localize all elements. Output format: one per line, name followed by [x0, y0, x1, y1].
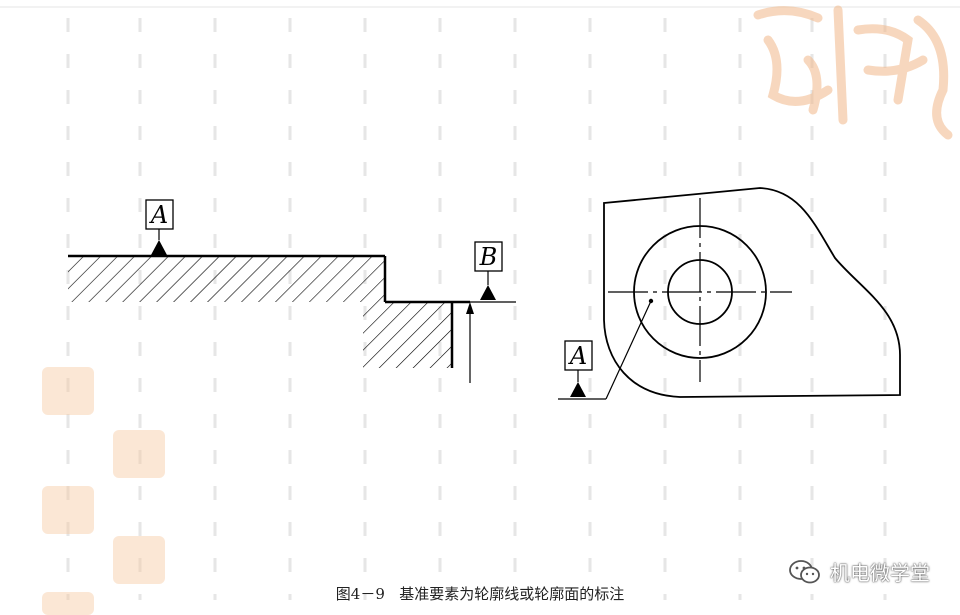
- datum-triangle-icon: [480, 285, 496, 300]
- stepped-profile: [68, 254, 516, 383]
- seal-stamp: [113, 536, 165, 584]
- datum-label-b: B: [479, 243, 498, 271]
- lower-hatch: [363, 302, 452, 368]
- seal-stamp-large: [753, 5, 953, 140]
- seal-stamp: [42, 592, 94, 615]
- wechat-icon: [789, 559, 820, 583]
- upper-hatch: [68, 256, 385, 302]
- part-outline: [558, 187, 901, 400]
- seal-stamp: [42, 367, 94, 415]
- figure-caption: 图4－9 基准要素为轮廓线或轮廓面的标注: [0, 583, 960, 604]
- datum-a-left: A: [145, 199, 174, 255]
- wechat-watermark: 机电微学堂: [788, 557, 930, 586]
- seal-stamp: [42, 486, 94, 534]
- caption-text: 基准要素为轮廓线或轮廓面的标注: [399, 585, 625, 603]
- datum-leader-line: [605, 300, 652, 400]
- datum-frame: [474, 241, 503, 272]
- datum-frame: [145, 199, 174, 230]
- datum-a-right: A: [564, 340, 593, 397]
- watermark-text: 机电微学堂: [830, 561, 930, 585]
- seal-stamp: [113, 430, 165, 478]
- leader-arrow: [466, 302, 474, 314]
- datum-triangle-icon: [570, 382, 586, 397]
- datum-b: B: [474, 241, 503, 300]
- datum-label-a-right: A: [568, 342, 587, 370]
- datum-label-a-left: A: [149, 201, 168, 229]
- figure-number: 图4－9: [335, 585, 385, 603]
- datum-triangle-icon: [151, 240, 167, 255]
- datum-frame: [564, 340, 593, 371]
